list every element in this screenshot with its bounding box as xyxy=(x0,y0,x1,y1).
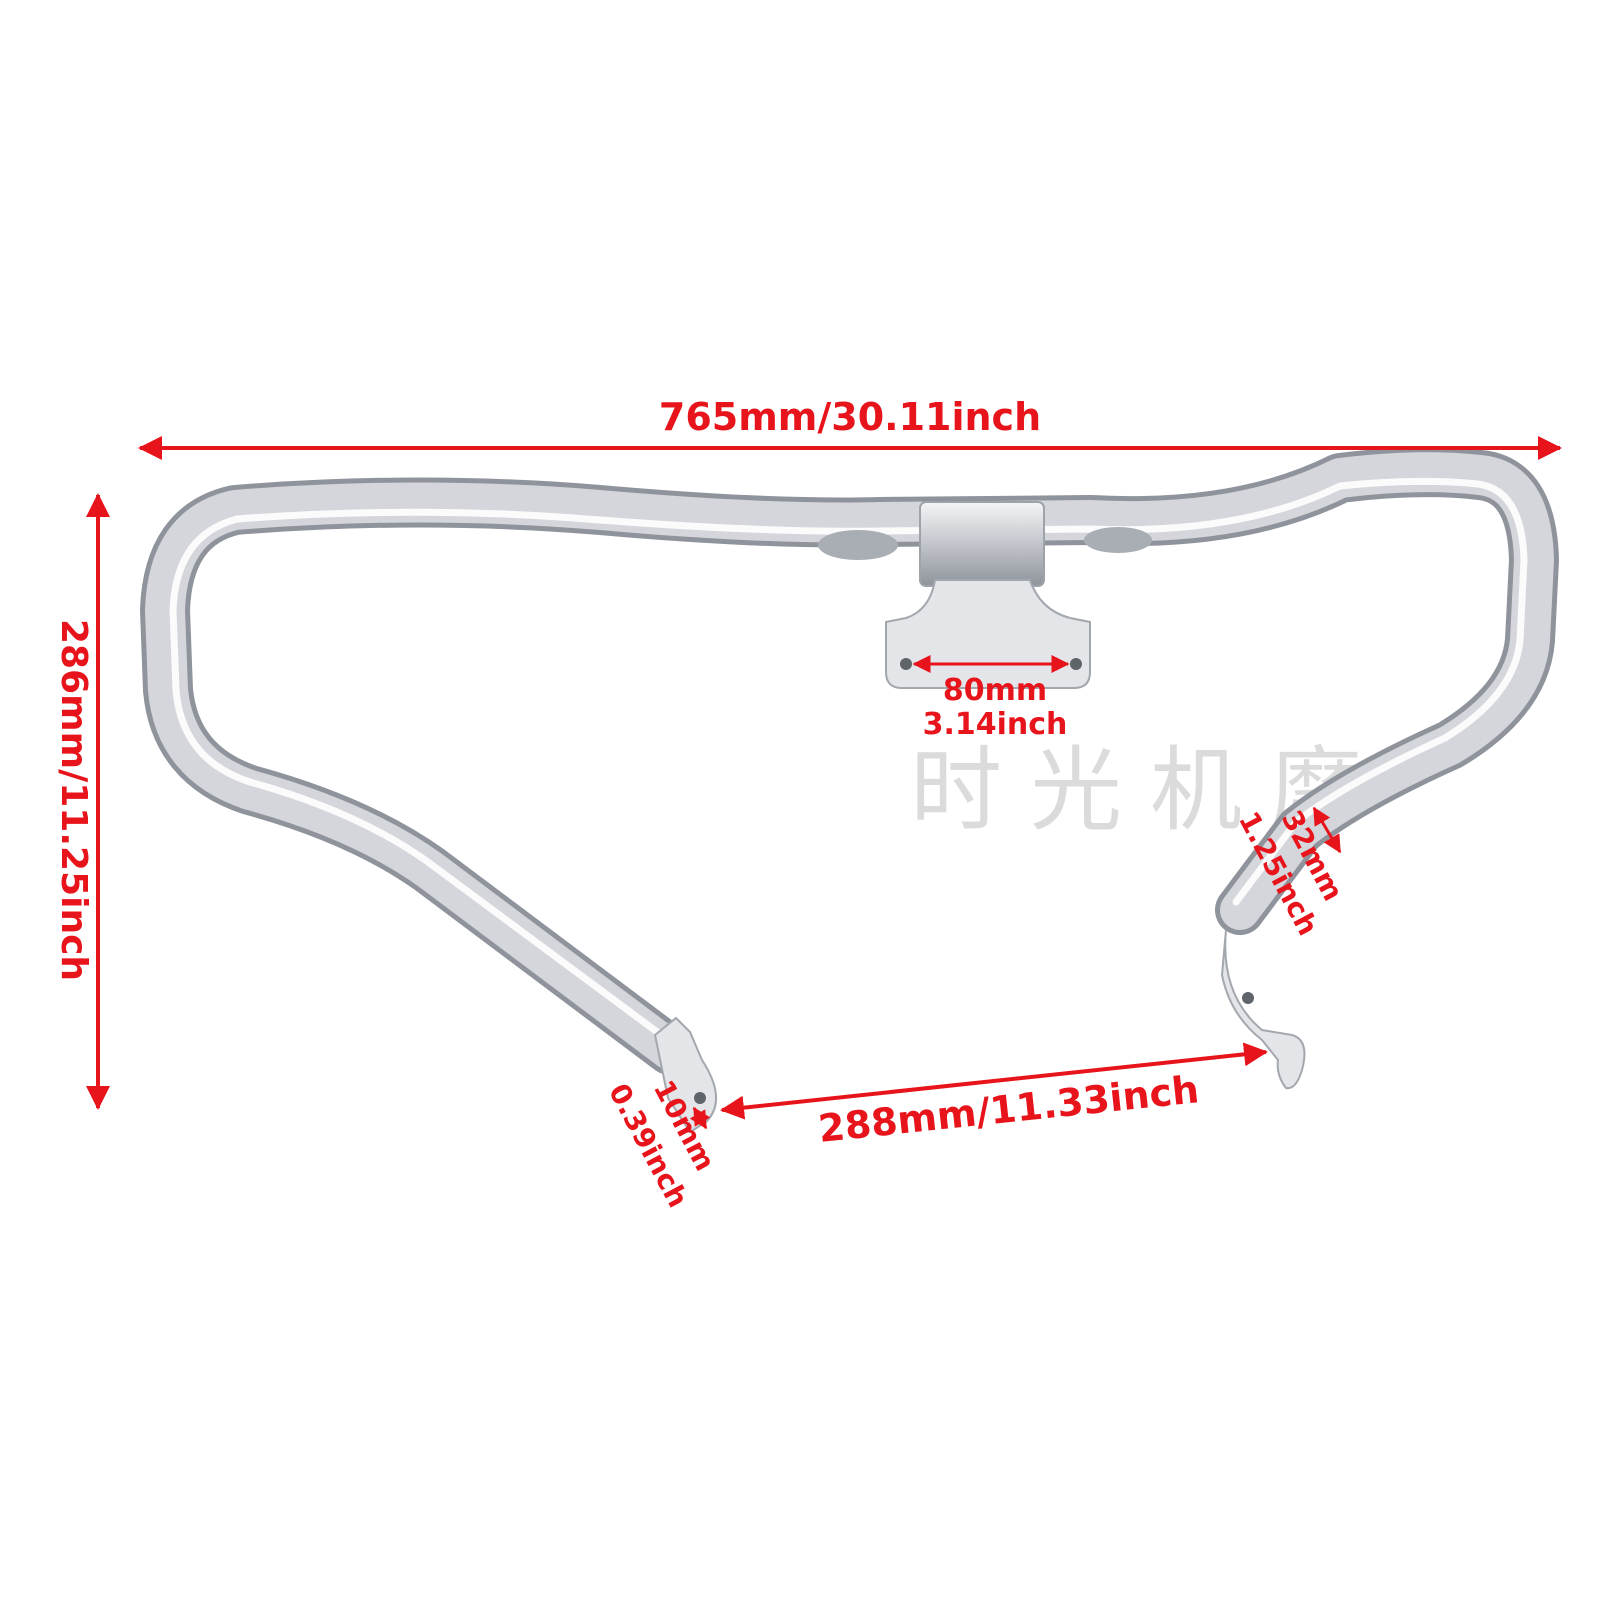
overall-width-label: 765mm/30.11inch xyxy=(659,395,1041,439)
hole-diameter-arrow xyxy=(689,1106,711,1130)
left-mount-hole xyxy=(694,1092,706,1104)
crash-bar-tube xyxy=(145,452,1554,1070)
bracket-hole-right xyxy=(1070,658,1082,670)
right-mount-hole xyxy=(1242,992,1254,1004)
tube-diameter-arrow xyxy=(1312,806,1342,854)
tube-dimple-left xyxy=(818,530,898,560)
center-bracket-plate xyxy=(885,579,1091,689)
center-clamp xyxy=(919,501,1045,587)
tube-dimple-right xyxy=(1084,527,1152,553)
crash-bar-highlight xyxy=(169,477,1528,1044)
mount-spacing-arrow xyxy=(720,1042,1268,1120)
bracket-hole-left xyxy=(900,658,912,670)
right-mount-tab xyxy=(1220,929,1306,1090)
bracket-spacing-inch-label: 3.14inch xyxy=(923,707,1068,742)
crash-bar xyxy=(140,447,1559,1134)
bracket-spacing-mm-label: 80mm xyxy=(943,673,1047,708)
overall-height-label: 286mm/11.25inch xyxy=(53,619,94,981)
